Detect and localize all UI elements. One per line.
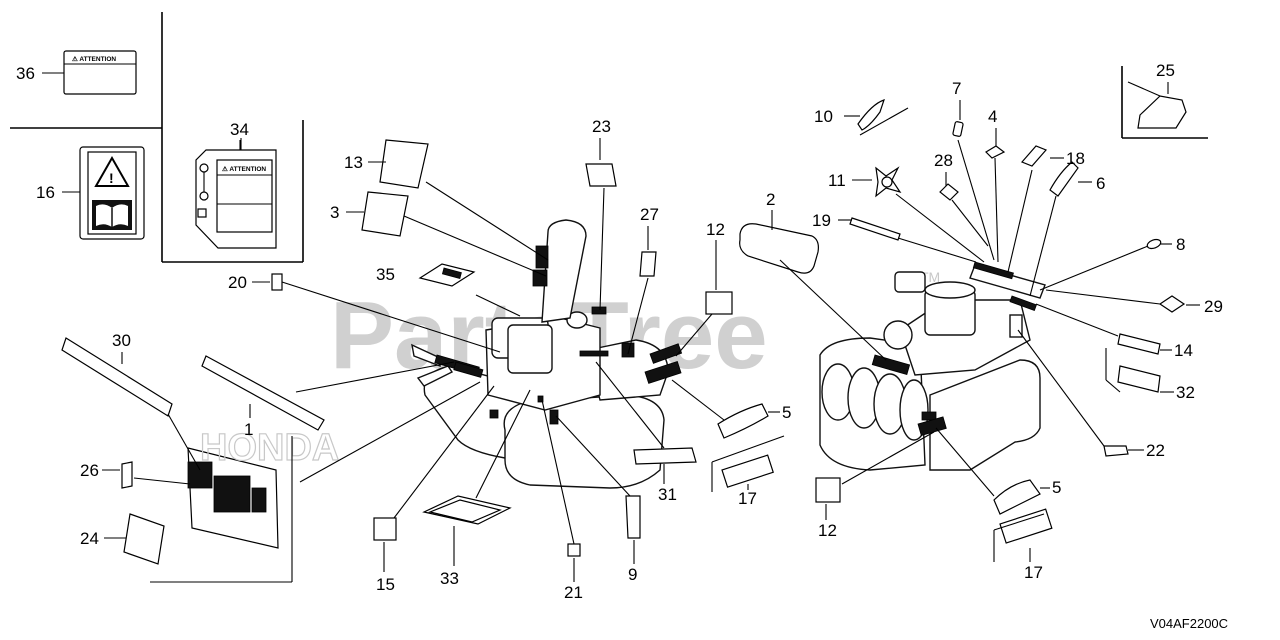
svg-text:⚠ ATTENTION: ⚠ ATTENTION xyxy=(222,165,266,173)
part-34-attention-tag[interactable]: ⚠ ATTENTION xyxy=(195,149,277,249)
part-shapes-left: HONDA xyxy=(61,139,774,565)
snowblower-rear-view xyxy=(411,219,683,489)
callout-12-right[interactable]: 12 xyxy=(818,521,837,540)
callout-12-left[interactable]: 12 xyxy=(706,220,725,239)
callout-29[interactable]: 29 xyxy=(1204,297,1223,316)
callout-32[interactable]: 32 xyxy=(1176,383,1195,402)
callout-18[interactable]: 18 xyxy=(1066,149,1085,168)
callout-25[interactable]: 25 xyxy=(1156,61,1175,80)
callout-4[interactable]: 4 xyxy=(988,107,997,126)
svg-text:⚠ ATTENTION: ⚠ ATTENTION xyxy=(72,55,116,63)
callout-35[interactable]: 35 xyxy=(376,265,395,284)
callout-21[interactable]: 21 xyxy=(564,583,583,602)
callout-20[interactable]: 20 xyxy=(228,273,247,292)
callout-2[interactable]: 2 xyxy=(766,190,775,209)
figure-code: V04AF2200C xyxy=(1150,616,1228,631)
callout-28[interactable]: 28 xyxy=(934,151,953,170)
warning-triangle-icon xyxy=(94,155,130,187)
callout-16[interactable]: 16 xyxy=(36,183,55,202)
callout-10[interactable]: 10 xyxy=(814,107,833,126)
callout-30[interactable]: 30 xyxy=(112,331,131,350)
callout-5-left[interactable]: 5 xyxy=(782,403,791,422)
callout-15[interactable]: 15 xyxy=(376,575,395,594)
callout-7[interactable]: 7 xyxy=(952,79,961,98)
callout-1[interactable]: 1 xyxy=(244,420,253,439)
honda-brand-mark: HONDA xyxy=(200,427,339,469)
callout-17-left[interactable]: 17 xyxy=(738,489,757,508)
callout-numbers: 36 16 34 13 3 35 20 30 1 26 24 23 27 12 … xyxy=(16,61,1223,602)
callout-24[interactable]: 24 xyxy=(80,529,99,548)
snowblower-front-view xyxy=(819,261,1046,471)
callout-11[interactable]: 11 xyxy=(828,171,846,190)
callout-ticks xyxy=(102,82,1200,582)
svg-text:!: ! xyxy=(109,170,114,186)
callout-27[interactable]: 27 xyxy=(640,205,659,224)
leader-lines xyxy=(133,81,1161,583)
callout-33[interactable]: 33 xyxy=(440,569,459,588)
callout-3[interactable]: 3 xyxy=(330,203,339,222)
callout-23[interactable]: 23 xyxy=(592,117,611,136)
part-36-attention-label[interactable]: ⚠ ATTENTION xyxy=(63,50,137,95)
callout-36[interactable]: 36 xyxy=(16,64,35,83)
callout-5-right[interactable]: 5 xyxy=(1052,478,1061,497)
callout-6[interactable]: 6 xyxy=(1096,174,1105,193)
callout-31[interactable]: 31 xyxy=(658,485,677,504)
callout-8[interactable]: 8 xyxy=(1176,235,1185,254)
inset-frames xyxy=(10,12,1208,263)
part-16-warning-manual-label[interactable]: ! xyxy=(79,146,145,240)
callout-22[interactable]: 22 xyxy=(1146,441,1165,460)
callout-9[interactable]: 9 xyxy=(628,565,637,584)
callout-26[interactable]: 26 xyxy=(80,461,99,480)
callout-19[interactable]: 19 xyxy=(812,211,831,230)
callout-13[interactable]: 13 xyxy=(344,153,363,172)
callout-34[interactable]: 34 xyxy=(230,120,249,139)
callout-14[interactable]: 14 xyxy=(1174,341,1193,360)
callout-17-right[interactable]: 17 xyxy=(1024,563,1043,582)
part-shapes-right xyxy=(739,95,1187,562)
